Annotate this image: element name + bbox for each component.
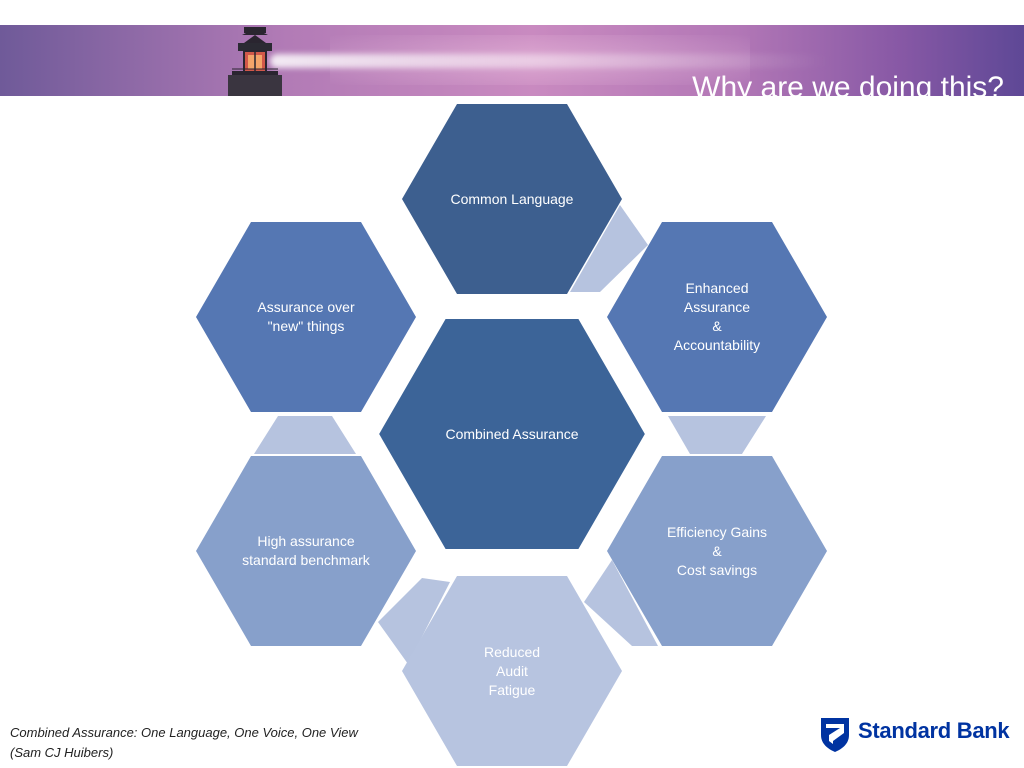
- hex-combined-assurance: [376, 317, 648, 551]
- hex-assurance-new-things: [196, 222, 416, 412]
- label-common-language: Common Language: [450, 190, 574, 207]
- hex-reduced-audit-fatigue: [402, 576, 622, 766]
- brand-name: Standard Bank: [858, 718, 1010, 743]
- lighthouse-beam: [270, 54, 830, 68]
- footer-citation: Combined Assurance: One Language, One Vo…: [10, 723, 358, 763]
- connector-top-right: [570, 205, 648, 292]
- citation-author: (Sam CJ Huibers): [10, 745, 114, 760]
- hex-high-assurance: [196, 456, 416, 646]
- hexagons: [196, 104, 827, 766]
- hex-enhanced-assurance: [607, 222, 827, 412]
- label-efficiency-gains: Efficiency Gains & Cost savings: [666, 523, 768, 578]
- connector-bottom-right: [584, 560, 658, 646]
- lighthouse-image: [228, 27, 282, 96]
- connector-right: [668, 416, 766, 454]
- shield-logo-icon: [821, 718, 849, 752]
- slide-title: Why are we doing this?: [692, 71, 1004, 96]
- hex-efficiency-gains: [607, 456, 827, 646]
- connectors: [254, 205, 766, 664]
- label-assurance-new-things: Assurance over "new" things: [257, 299, 355, 334]
- connector-bottom-left: [378, 578, 450, 664]
- label-combined-assurance: Combined Assurance: [445, 425, 579, 442]
- citation-title: Combined Assurance: One Language, One Vo…: [10, 725, 358, 740]
- label-reduced-audit-fatigue: Reduced Audit Fatigue: [483, 643, 541, 698]
- brand-logo: Standard Bank: [818, 714, 1010, 754]
- header-banner: Why are we doing this?: [0, 25, 1024, 96]
- label-enhanced-assurance: Enhanced Assurance & Accountability: [673, 280, 761, 353]
- hex-common-language: [402, 104, 622, 294]
- label-high-assurance: High assurance standard benchmark: [242, 533, 370, 568]
- connector-left: [254, 416, 356, 454]
